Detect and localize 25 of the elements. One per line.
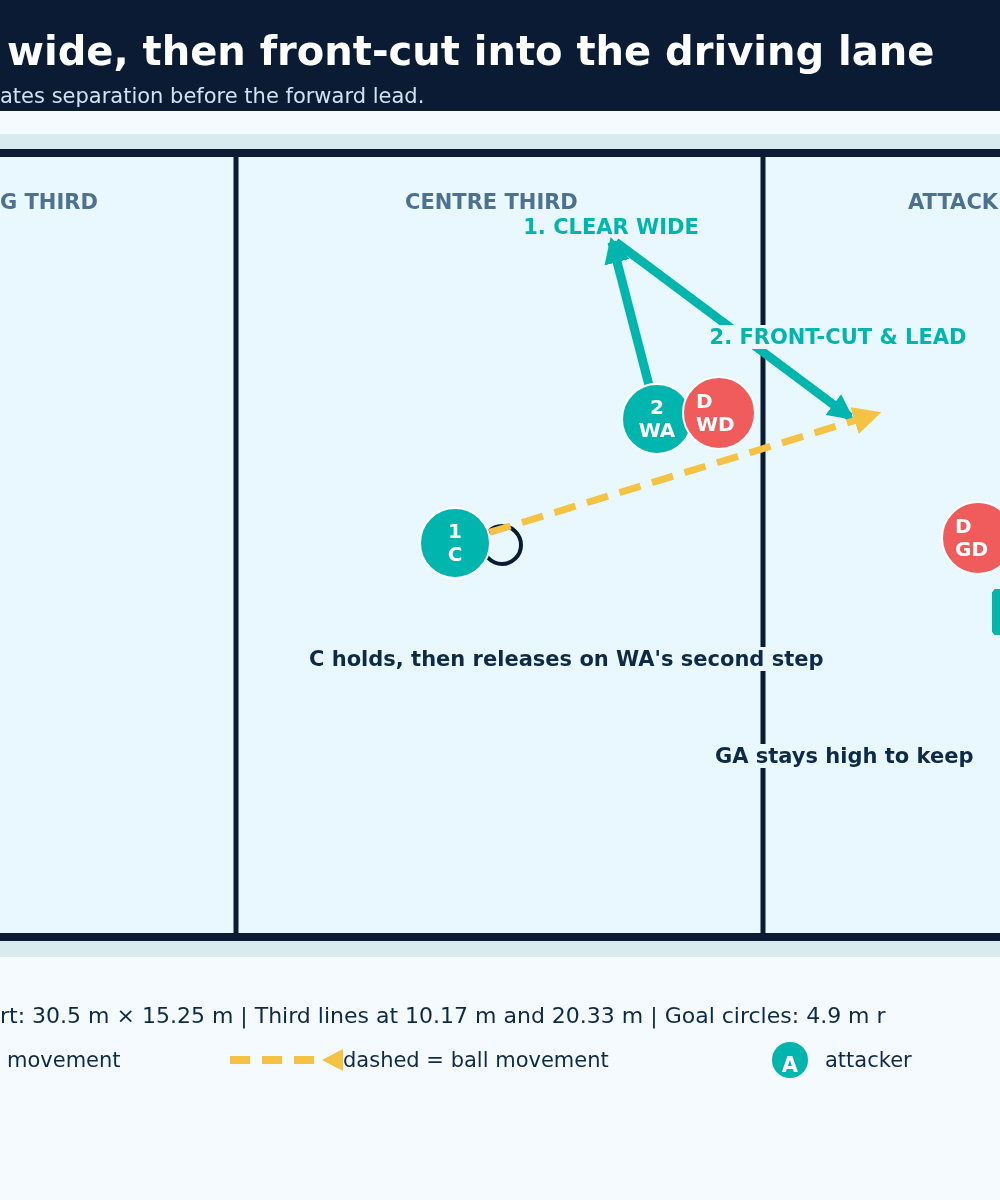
- pass-arrow: [488, 407, 882, 536]
- player-label: WA: [638, 419, 676, 442]
- annotation: C holds, then releases on WA's second step: [309, 647, 824, 671]
- movement-arrow: [613, 238, 855, 421]
- movement-arrow: [604, 236, 653, 386]
- zone-label: ATTACK: [908, 190, 999, 214]
- player-label: D: [696, 390, 713, 413]
- step-label: 1. CLEAR WIDE: [516, 214, 706, 240]
- court-dimensions: rt: 30.5 m × 15.25 m | Third lines at 10.17 m and 20.33 m | Goal circles: 4.9 m r: [0, 1003, 886, 1028]
- player-marker: [992, 589, 1000, 635]
- player-label: 2: [650, 396, 664, 419]
- player-label: C: [447, 543, 463, 566]
- attacker-swatch: A: [772, 1042, 808, 1078]
- subtitle: ates separation before the forward lead.: [0, 84, 425, 108]
- player-label: GD: [955, 538, 989, 561]
- player-label: WD: [696, 413, 735, 436]
- player-label: 1: [448, 520, 462, 543]
- title: wide, then front-cut into the driving lane: [7, 28, 935, 74]
- zone-label: G THIRD: [0, 190, 98, 214]
- legend-label: dashed = ball movement: [343, 1048, 609, 1072]
- annotation: GA stays high to keep: [715, 744, 974, 768]
- zone-label: CENTRE THIRD: [405, 190, 578, 214]
- player-label: D: [955, 515, 972, 538]
- legend-label: attacker: [825, 1048, 912, 1072]
- legend-label: movement: [7, 1048, 121, 1072]
